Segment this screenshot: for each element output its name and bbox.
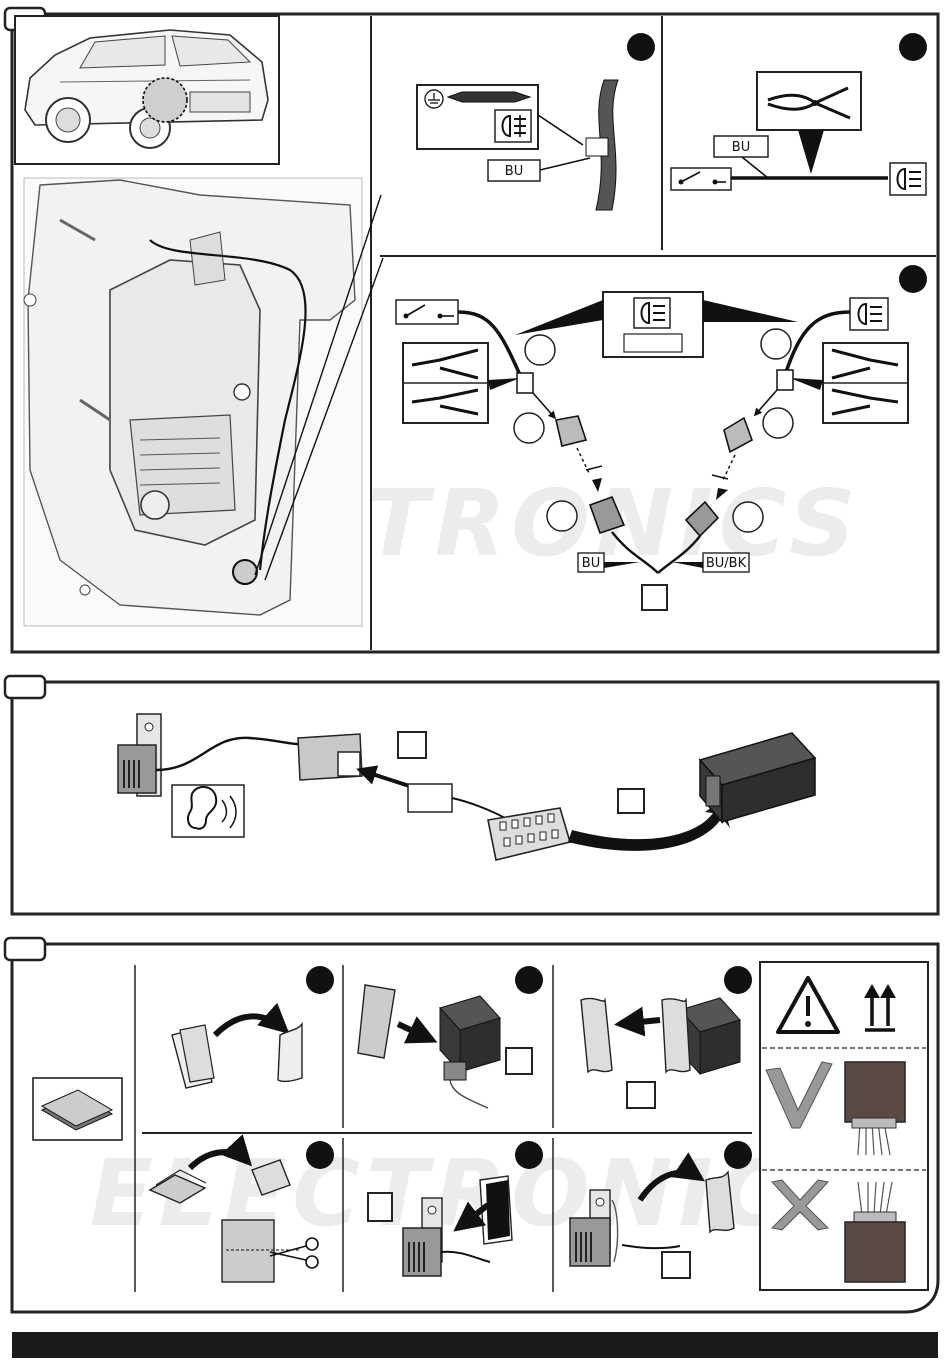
control-module	[700, 733, 815, 822]
callout-circle	[761, 329, 791, 359]
buzzer	[118, 714, 161, 796]
step-dot-5	[515, 966, 543, 994]
callout-circle	[733, 502, 763, 532]
panel-cut-wire: BU	[671, 33, 927, 195]
step-dot-1	[627, 33, 655, 61]
part-number-box	[368, 1193, 392, 1221]
wire-label-bu-right: BU	[732, 140, 750, 155]
part-number-box	[618, 789, 644, 813]
detail-circle	[143, 78, 187, 122]
part-number-box	[662, 1252, 690, 1278]
module-incorrect	[845, 1222, 905, 1282]
step-dot-6	[724, 966, 752, 994]
module-correct	[845, 1062, 905, 1122]
test-probe	[448, 92, 530, 102]
wire-label-bu-top: BU	[505, 164, 523, 179]
section-2-tab	[5, 676, 45, 698]
section-2-buzzer	[5, 676, 938, 914]
step-dot-8	[515, 1141, 543, 1169]
callout-circle	[514, 413, 544, 443]
adhesive-pad-icon	[33, 1078, 122, 1140]
section-3-tab	[5, 938, 45, 960]
part-number-box	[398, 732, 426, 758]
fog-lamp-icon	[495, 110, 531, 142]
grommet	[233, 560, 257, 584]
part-number-box	[642, 585, 667, 610]
step-dot-3	[899, 265, 927, 293]
insert-arrow	[568, 800, 730, 851]
ear-icon	[172, 785, 244, 837]
callout-circle	[763, 408, 793, 438]
connector-female	[724, 418, 752, 452]
step-dot-7	[306, 1141, 334, 1169]
warning-column	[760, 962, 928, 1290]
panel-fog-test: BU	[417, 33, 655, 210]
connector-female	[556, 416, 586, 446]
step-dot-2	[899, 33, 927, 61]
step-dot-4	[306, 966, 334, 994]
car-inset	[15, 16, 279, 164]
step-dot-9	[724, 1141, 752, 1169]
wire-label-bu-bk: BU/BK	[706, 556, 747, 571]
part-number-box	[506, 1048, 532, 1074]
crimper-icon	[823, 343, 908, 423]
bottom-bar	[12, 1332, 938, 1358]
crimper-icon	[403, 343, 488, 423]
part-number-box	[627, 1082, 655, 1108]
section-3-mounting	[5, 938, 938, 1312]
floor-detail	[24, 178, 383, 626]
ground-icon	[425, 90, 443, 108]
wire-label-bu-bottom: BU	[582, 556, 600, 571]
callout-circle	[547, 501, 577, 531]
callout-circle	[525, 335, 555, 365]
plug	[408, 784, 452, 812]
